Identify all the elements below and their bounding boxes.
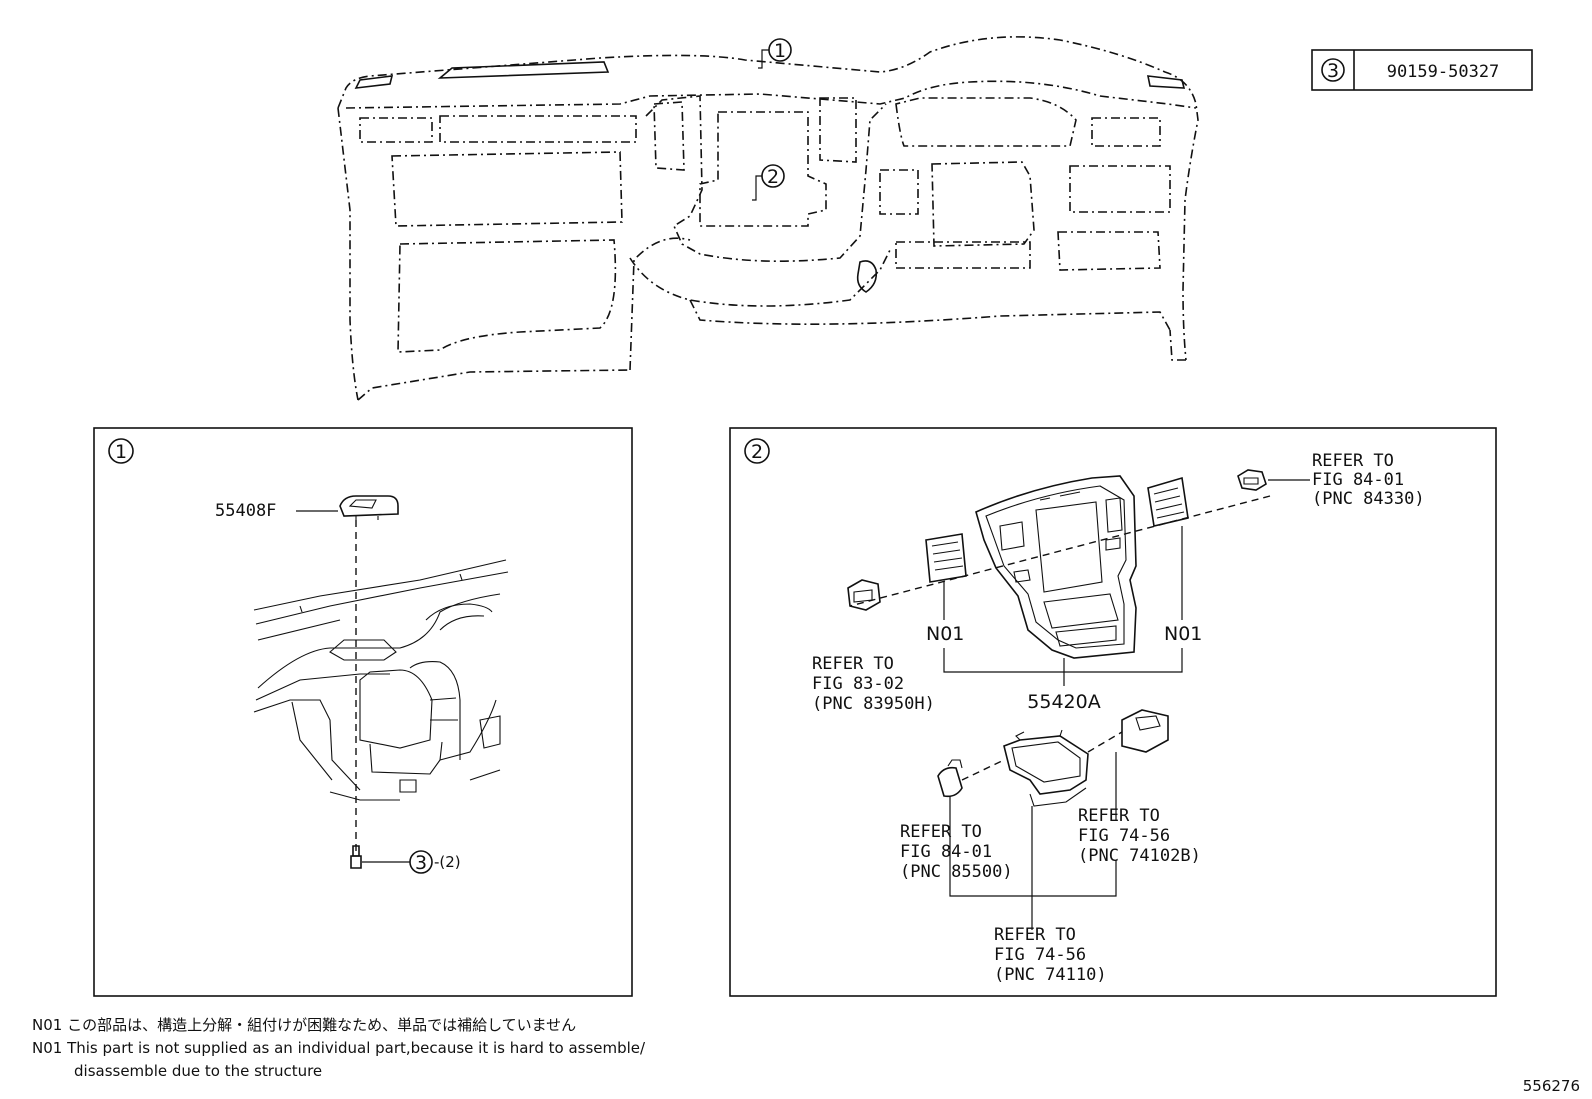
refer-85500-line2[interactable]: FIG 84-01 — [900, 842, 992, 862]
center-panel-55420A[interactable] — [975, 475, 1137, 659]
detail-panel-2: 2 REFER TO FIG 84-01 (PNC 84330) — [729, 427, 1497, 997]
box-74102B-shape — [1121, 709, 1169, 753]
detail-panel-1: 1 55408F — [93, 427, 633, 997]
right-vent — [1147, 476, 1189, 527]
refer-84330-line2[interactable]: FIG 84-01 — [1312, 470, 1404, 490]
switch-83950H-shape — [847, 579, 881, 611]
switch-84330-shape — [1237, 469, 1267, 491]
svg-text:1: 1 — [774, 40, 786, 62]
left-vent — [925, 533, 967, 583]
hardware-ref: 3 — [1327, 60, 1339, 82]
hardware-part-number[interactable]: 90159-50327 — [1387, 62, 1500, 82]
svg-text:2: 2 — [767, 166, 779, 188]
refer-84330-line1: REFER TO — [1312, 451, 1394, 471]
detail-1-callout: 1 — [115, 441, 127, 463]
hardware-table: 3 90159-50327 — [1311, 49, 1533, 91]
detail-2-callout: 2 — [751, 441, 763, 463]
refer-84330-line3[interactable]: (PNC 84330) — [1312, 489, 1425, 509]
refer-74110-line1: REFER TO — [994, 925, 1076, 945]
note-en-1: N01 This part is not supplied as an indi… — [32, 1039, 646, 1057]
note-jp: N01 この部品は、構造上分解・組付けが困難なため、単品では補給していません — [32, 1016, 576, 1034]
screw-ref: 3 — [415, 852, 427, 874]
refer-74102B-line1: REFER TO — [1078, 806, 1160, 826]
figure-id: 556276 — [1523, 1077, 1580, 1095]
part-label-55420A[interactable]: 55420A — [1027, 691, 1100, 713]
refer-74102B-line3[interactable]: (PNC 74102B) — [1078, 846, 1201, 866]
footnotes: N01 この部品は、構造上分解・組付けが困難なため、単品では補給していません N… — [32, 1016, 1580, 1095]
cover-part-shape — [339, 495, 399, 517]
note-n01-right: N01 — [1164, 623, 1202, 645]
screw-part[interactable] — [350, 845, 410, 869]
overview-callout-2[interactable]: 2 — [752, 164, 785, 201]
tray-assembly — [1003, 729, 1089, 807]
refer-85500-line3[interactable]: (PNC 85500) — [900, 862, 1013, 882]
refer-74102B-line2[interactable]: FIG 74-56 — [1078, 826, 1170, 846]
note-en-2: disassemble due to the structure — [74, 1062, 322, 1080]
socket-85500-shape — [937, 766, 963, 798]
refer-83950H-line3[interactable]: (PNC 83950H) — [812, 694, 935, 714]
overview-callout-1[interactable]: 1 — [758, 38, 792, 69]
refer-85500-line1: REFER TO — [900, 822, 982, 842]
refer-74110-line3[interactable]: (PNC 74110) — [994, 965, 1107, 985]
refer-83950H-line2[interactable]: FIG 83-02 — [812, 674, 904, 694]
refer-74110-line2[interactable]: FIG 74-56 — [994, 945, 1086, 965]
screw-qty: -(2) — [434, 853, 461, 871]
part-label-55408F[interactable]: 55408F — [215, 501, 276, 521]
dashboard-sketch — [253, 559, 509, 801]
dashboard-overview — [337, 36, 1199, 401]
refer-83950H-line1: REFER TO — [812, 654, 894, 674]
note-n01-left: N01 — [926, 623, 964, 645]
